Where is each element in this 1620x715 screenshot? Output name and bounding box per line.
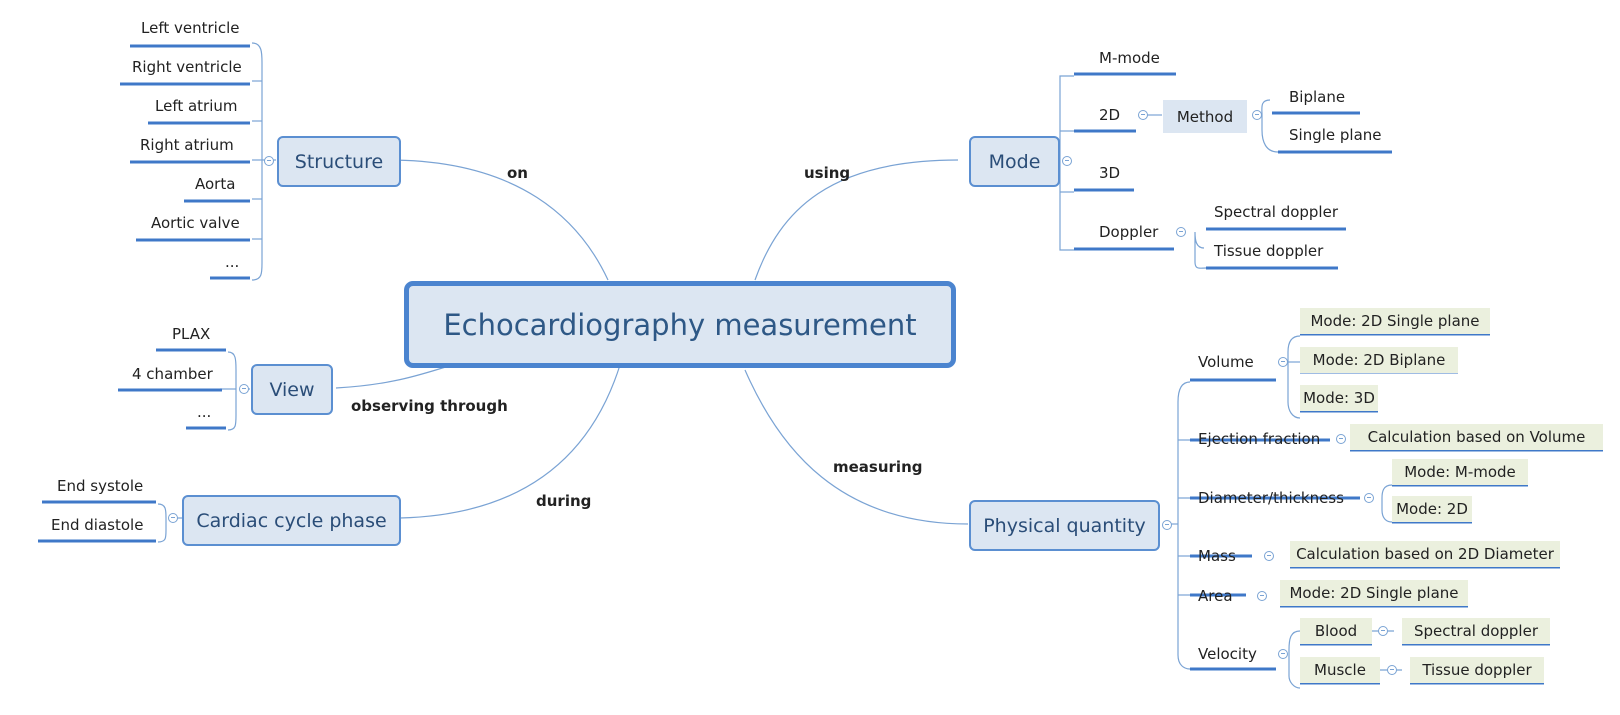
topic-cardiac-cycle-phase[interactable]: Cardiac cycle phase	[182, 495, 401, 546]
volume-mode-2d-biplane[interactable]: Mode: 2D Biplane	[1300, 347, 1458, 373]
mode-single-plane[interactable]: Single plane	[1289, 126, 1382, 144]
collapse-icon[interactable]	[1252, 110, 1262, 120]
volume-mode-2d-single-plane[interactable]: Mode: 2D Single plane	[1300, 308, 1490, 334]
structure-item[interactable]: Right ventricle	[132, 58, 242, 76]
area-mode-2d-single-plane[interactable]: Mode: 2D Single plane	[1280, 580, 1468, 606]
collapse-icon[interactable]	[1278, 357, 1288, 367]
topic-physical-quantity[interactable]: Physical quantity	[969, 500, 1160, 551]
collapse-icon[interactable]	[239, 384, 249, 394]
collapse-icon[interactable]	[264, 156, 274, 166]
mode-biplane[interactable]: Biplane	[1289, 88, 1346, 106]
relation-on: on	[507, 164, 528, 182]
structure-item[interactable]: Left ventricle	[141, 19, 240, 37]
physical-mass[interactable]: Mass	[1198, 547, 1236, 565]
velocity-muscle[interactable]: Muscle	[1300, 657, 1380, 683]
collapse-icon[interactable]	[1378, 626, 1388, 636]
topic-view[interactable]: View	[251, 364, 333, 415]
blood-spectral-doppler[interactable]: Spectral doppler	[1402, 618, 1550, 644]
collapse-icon[interactable]	[1364, 493, 1374, 503]
collapse-icon[interactable]	[168, 513, 178, 523]
collapse-icon[interactable]	[1138, 110, 1148, 120]
velocity-blood[interactable]: Blood	[1300, 618, 1372, 644]
structure-item[interactable]: Left atrium	[155, 97, 238, 115]
mode-2d[interactable]: 2D	[1099, 106, 1121, 124]
mass-calculation-2d-diameter[interactable]: Calculation based on 2D Diameter	[1290, 541, 1560, 567]
relation-observing-through: observing through	[351, 397, 508, 415]
ef-calculation-volume[interactable]: Calculation based on Volume	[1350, 424, 1603, 450]
physical-velocity[interactable]: Velocity	[1198, 645, 1257, 663]
collapse-icon[interactable]	[1264, 551, 1274, 561]
topic-structure[interactable]: Structure	[277, 136, 401, 187]
view-item[interactable]: PLAX	[172, 325, 211, 343]
structure-item[interactable]: Right atrium	[140, 136, 234, 154]
physical-ejection-fraction[interactable]: Ejection fraction	[1198, 430, 1321, 448]
collapse-icon[interactable]	[1257, 591, 1267, 601]
mode-mmode[interactable]: M-mode	[1099, 49, 1160, 67]
structure-item[interactable]: ...	[225, 253, 240, 271]
cardiac-item[interactable]: End systole	[57, 477, 144, 495]
diameter-mode-mmode[interactable]: Mode: M-mode	[1392, 459, 1528, 485]
structure-item[interactable]: Aortic valve	[151, 214, 240, 232]
collapse-icon[interactable]	[1162, 520, 1172, 530]
collapse-icon[interactable]	[1336, 434, 1346, 444]
collapse-icon[interactable]	[1062, 156, 1072, 166]
central-topic[interactable]: Echocardiography measurement	[404, 281, 956, 368]
mode-doppler[interactable]: Doppler	[1099, 223, 1159, 241]
relation-measuring: measuring	[833, 458, 923, 476]
physical-area[interactable]: Area	[1198, 587, 1233, 605]
volume-mode-3d[interactable]: Mode: 3D	[1300, 385, 1378, 411]
view-item[interactable]: ...	[197, 403, 212, 421]
collapse-icon[interactable]	[1278, 649, 1288, 659]
view-item[interactable]: 4 chamber	[132, 365, 213, 383]
mode-method[interactable]: Method	[1163, 100, 1247, 133]
cardiac-item[interactable]: End diastole	[51, 516, 144, 534]
muscle-tissue-doppler[interactable]: Tissue doppler	[1410, 657, 1544, 683]
relation-using: using	[804, 164, 851, 182]
collapse-icon[interactable]	[1176, 227, 1186, 237]
physical-volume[interactable]: Volume	[1198, 353, 1254, 371]
mode-spectral-doppler[interactable]: Spectral doppler	[1214, 203, 1338, 221]
collapse-icon[interactable]	[1387, 665, 1397, 675]
physical-diameter-thickness[interactable]: Diameter/thickness	[1198, 489, 1344, 507]
relation-during: during	[536, 492, 592, 510]
structure-item[interactable]: Aorta	[195, 175, 236, 193]
mode-3d[interactable]: 3D	[1099, 164, 1121, 182]
topic-mode[interactable]: Mode	[969, 136, 1060, 187]
diameter-mode-2d[interactable]: Mode: 2D	[1392, 496, 1472, 522]
mode-tissue-doppler[interactable]: Tissue doppler	[1214, 242, 1324, 260]
